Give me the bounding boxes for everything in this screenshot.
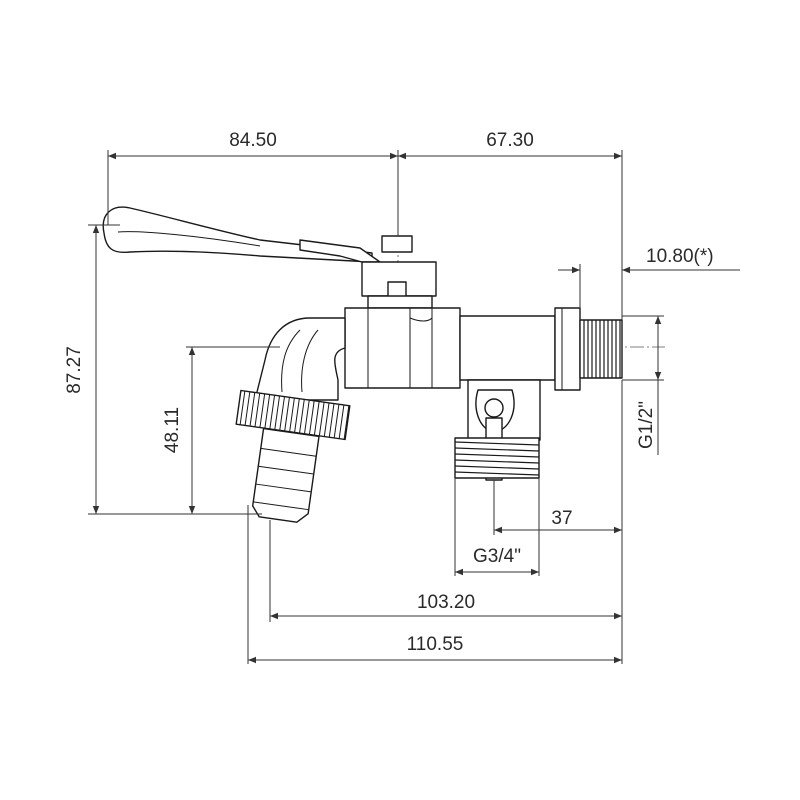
outlet-pipe — [459, 315, 556, 381]
knurl-ridge — [338, 404, 345, 439]
dim-label-48-11: 48.11 — [162, 407, 183, 453]
dim-label-10-80: 10.80(*) — [646, 246, 714, 267]
knurl-ridge — [249, 392, 256, 427]
knurl-ridge — [264, 394, 271, 429]
knurl-ridge — [304, 400, 310, 434]
knurl-ridge — [274, 395, 281, 430]
knurl-ridge — [244, 391, 251, 426]
knurl-ridge — [239, 390, 246, 425]
outlet-hex — [554, 307, 581, 391]
outlet-thread — [579, 319, 623, 379]
knurl-ridge — [284, 397, 290, 432]
knurl-ridge — [279, 396, 285, 431]
hose-nut-knurl — [239, 390, 350, 440]
valve-body — [344, 307, 461, 389]
knurl-ridge — [328, 403, 335, 438]
knurl-ridge — [313, 401, 320, 436]
dim-label-g1-2: G1/2" — [636, 401, 657, 449]
dim-label-67-30: 67.30 — [486, 130, 534, 151]
knurl-ridge — [299, 399, 305, 434]
thread-ridge — [454, 447, 540, 452]
thread-ridge — [454, 453, 540, 458]
knurl-ridge — [294, 398, 300, 433]
knurl-ridge — [308, 400, 315, 435]
dimension-layer: 84.50 67.30 10.80(*) 87.27 48.11 G1/2" 3… — [64, 130, 740, 664]
knurl-ridge — [269, 395, 276, 429]
lever-detail-line — [117, 231, 261, 247]
knurl-ridge — [254, 393, 261, 427]
stem-collar — [367, 295, 433, 309]
dim-label-103-20: 103.20 — [417, 592, 475, 613]
thread-ridge — [454, 471, 540, 476]
tap-body — [102, 150, 665, 530]
knurl-ridge — [323, 402, 330, 437]
thread-ridge — [454, 441, 540, 446]
stem-nut — [381, 235, 413, 253]
knurl-ridge — [289, 397, 295, 432]
side-thread-ridges — [454, 441, 540, 476]
thread-ridge — [454, 459, 540, 464]
stem-housing — [361, 261, 437, 297]
knurl-ridge — [333, 404, 340, 439]
knurl-ridge — [343, 405, 350, 440]
thread-ridge — [454, 465, 540, 470]
hose-barb — [251, 427, 320, 523]
dim-label-110-55: 110.55 — [407, 634, 464, 655]
dim-label-g3-4: G3/4" — [473, 546, 521, 567]
outlet-thread-ridges — [583, 320, 621, 378]
dim-label-37: 37 — [551, 508, 572, 529]
knurl-ridge — [318, 402, 325, 436]
side-valve-knob — [484, 398, 504, 418]
dim-label-84-50: 84.50 — [229, 130, 277, 151]
dim-label-87-27: 87.27 — [64, 346, 85, 394]
knurl-ridge — [259, 393, 266, 428]
